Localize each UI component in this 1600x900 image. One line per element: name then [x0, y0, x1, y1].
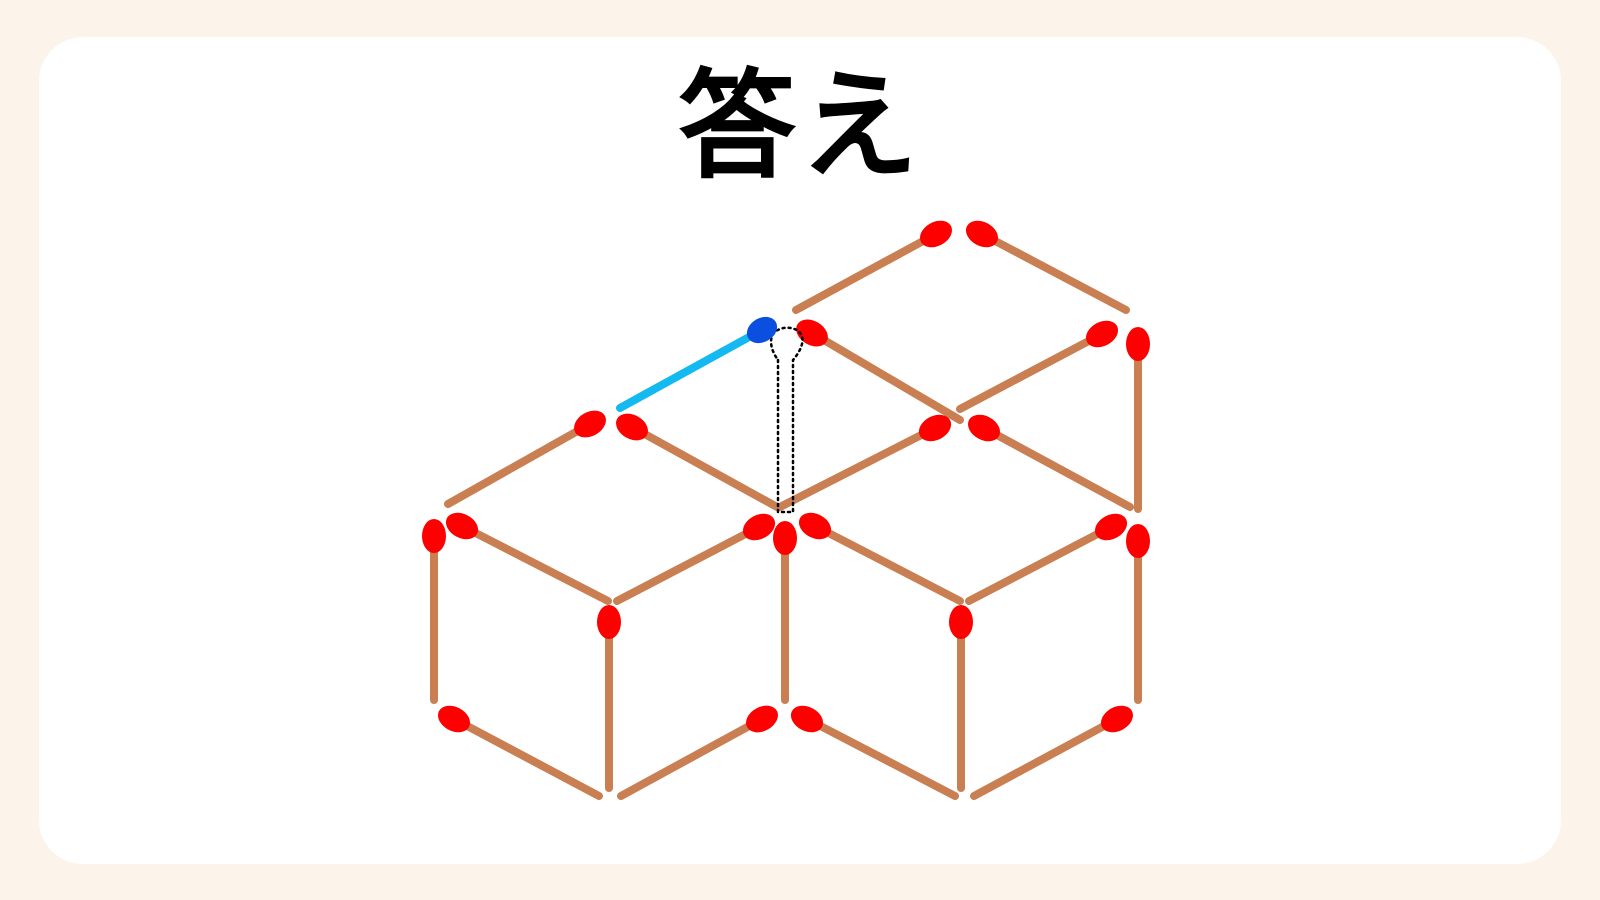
matchstick-head [437, 705, 471, 733]
matchstick-head [949, 605, 973, 639]
matchstick-head [616, 413, 648, 441]
matchstick-body [617, 715, 766, 800]
matchstick [949, 605, 973, 792]
matchstick-body [628, 423, 781, 511]
matchstick-head [742, 513, 776, 541]
matchstick-head [918, 414, 952, 442]
matchstick-head [445, 512, 479, 540]
matchstick-head [1085, 320, 1119, 348]
matchstick [776, 414, 952, 511]
matchstick-head [1126, 524, 1150, 558]
matchstick [970, 705, 1134, 800]
matchstick [422, 519, 446, 704]
matchstick [967, 414, 1134, 511]
matchstick [790, 705, 959, 800]
matchstick [444, 410, 606, 508]
matchstick-head [796, 319, 828, 347]
matchstick-body [811, 522, 964, 605]
matchstick-head [798, 512, 832, 540]
matchstick-body [803, 715, 959, 800]
matchstick-head [597, 605, 621, 639]
matchstick-head [790, 705, 824, 733]
matchstick [956, 320, 1119, 413]
matchstick-head [920, 220, 952, 248]
matchstick-body [956, 330, 1106, 413]
matchstick [798, 512, 964, 605]
matchstick [445, 512, 612, 605]
matchstick-body [970, 715, 1121, 800]
matchstick [1126, 524, 1150, 704]
matchstick-head [967, 414, 1001, 442]
matchstick-body [965, 523, 1115, 605]
page-title: 答え [677, 57, 922, 195]
moved-matchstick-icon [616, 316, 778, 412]
matchstick-body [792, 230, 940, 314]
matchstick [792, 220, 952, 314]
matchstick-body [613, 523, 763, 605]
moved-matchstick-head [746, 316, 778, 344]
matchstick [1126, 327, 1150, 513]
matchstick [965, 220, 1130, 314]
matchstick-body [458, 522, 612, 605]
matchstick [437, 705, 603, 800]
matchstick-body [776, 424, 939, 511]
matchstick-head [422, 519, 446, 553]
moved-matchstick-body [616, 327, 764, 412]
matchstick-head [746, 705, 778, 733]
matchstick-head [1126, 327, 1150, 361]
matchstick-body [978, 230, 1130, 314]
matchstick-body [980, 424, 1134, 511]
matchstick [613, 513, 776, 605]
matchstick-head [1094, 513, 1128, 541]
matchstick-body [808, 329, 964, 424]
matchstick-head [773, 521, 797, 555]
matchstick-head [965, 220, 999, 248]
matchstick-head [574, 410, 606, 438]
matchstick-body [450, 715, 603, 800]
matchstick-body [444, 420, 594, 508]
matchstick [965, 513, 1128, 605]
matchstick [773, 521, 797, 704]
matchstick-head [1100, 705, 1134, 733]
matchstick [796, 319, 964, 424]
matchstick [616, 413, 781, 511]
matchstick [617, 705, 778, 800]
removed-matchstick-outline-icon [769, 326, 804, 514]
matchstick [597, 605, 621, 792]
